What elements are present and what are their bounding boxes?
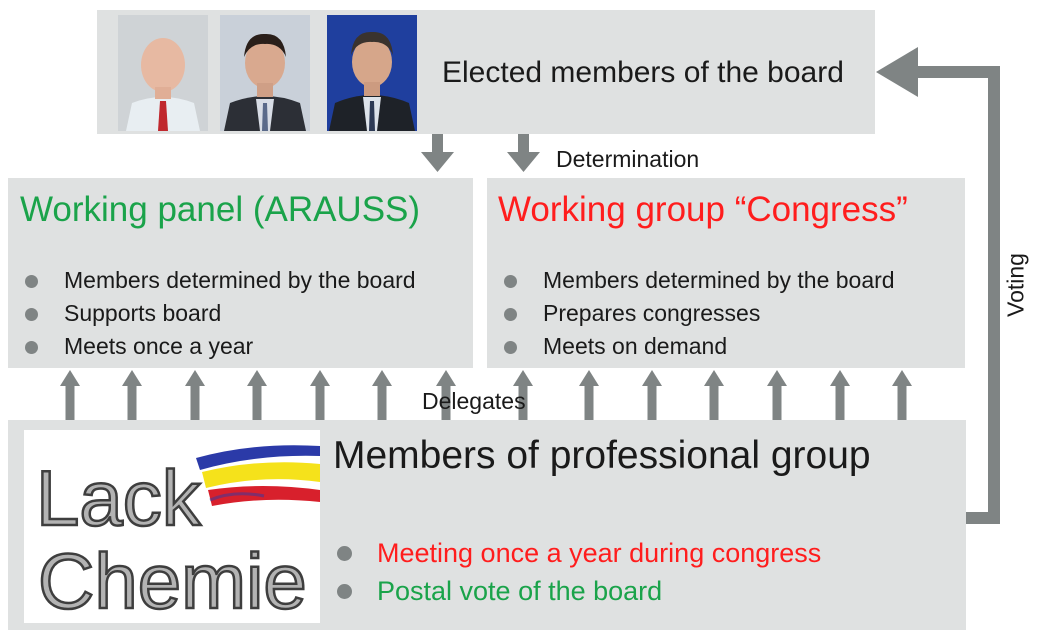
board-member-2-photo [220,15,310,131]
delegate-arrow [247,370,267,420]
delegate-arrow [767,370,787,420]
professional-group-title: Members of professional group [333,434,871,477]
professional-group-list: Meeting once a year during congress Post… [337,534,821,610]
board-member-1-photo [118,15,208,131]
delegate-arrow [185,370,205,420]
list-item: Postal vote of the board [337,572,821,610]
determination-arrow-right [507,134,540,172]
bullet-icon [25,275,38,288]
delegate-arrow [372,370,392,420]
working-panel-box [8,178,473,368]
working-group-title: Working group “Congress” [498,190,908,229]
delegate-arrow [642,370,662,420]
delegate-arrow [892,370,912,420]
list-item: Meets once a year [25,330,416,363]
logo-text-chemie: Chemie [38,537,307,623]
delegate-arrow [579,370,599,420]
logo-text-lack: Lack [36,454,202,542]
delegate-arrow [60,370,80,420]
determination-label: Determination [556,146,700,172]
bullet-icon [337,584,352,599]
voting-arrow [876,47,1000,524]
delegate-arrow [513,370,533,420]
working-group-list: Members determined by the board Prepares… [504,264,895,363]
working-panel-title: Working panel (ARAUSS) [20,190,421,229]
list-item: Supports board [25,297,416,330]
delegate-arrow [704,370,724,420]
list-item: Members determined by the board [504,264,895,297]
bullet-icon [337,546,352,561]
lackchemie-logo: Lack Chemie [24,430,320,623]
board-member-3-photo [327,15,417,131]
bullet-icon [504,341,517,354]
bullet-icon [504,275,517,288]
working-panel-list: Members determined by the board Supports… [25,264,416,363]
bullet-icon [25,308,38,321]
list-item: Meets on demand [504,330,895,363]
list-item: Prepares congresses [504,297,895,330]
bullet-icon [25,341,38,354]
working-group-box [487,178,965,368]
delegate-arrow [122,370,142,420]
list-item: Members determined by the board [25,264,416,297]
voting-label: Voting [1002,253,1029,317]
delegate-arrow [310,370,330,420]
list-item: Meeting once a year during congress [337,534,821,572]
board-title: Elected members of the board [442,56,844,89]
bullet-icon [504,308,517,321]
delegate-arrow [436,370,456,420]
delegate-arrows [60,370,912,420]
delegate-arrow [830,370,850,420]
delegates-label: Delegates [422,388,526,414]
determination-arrow-left [421,134,454,172]
board-box [97,10,875,134]
